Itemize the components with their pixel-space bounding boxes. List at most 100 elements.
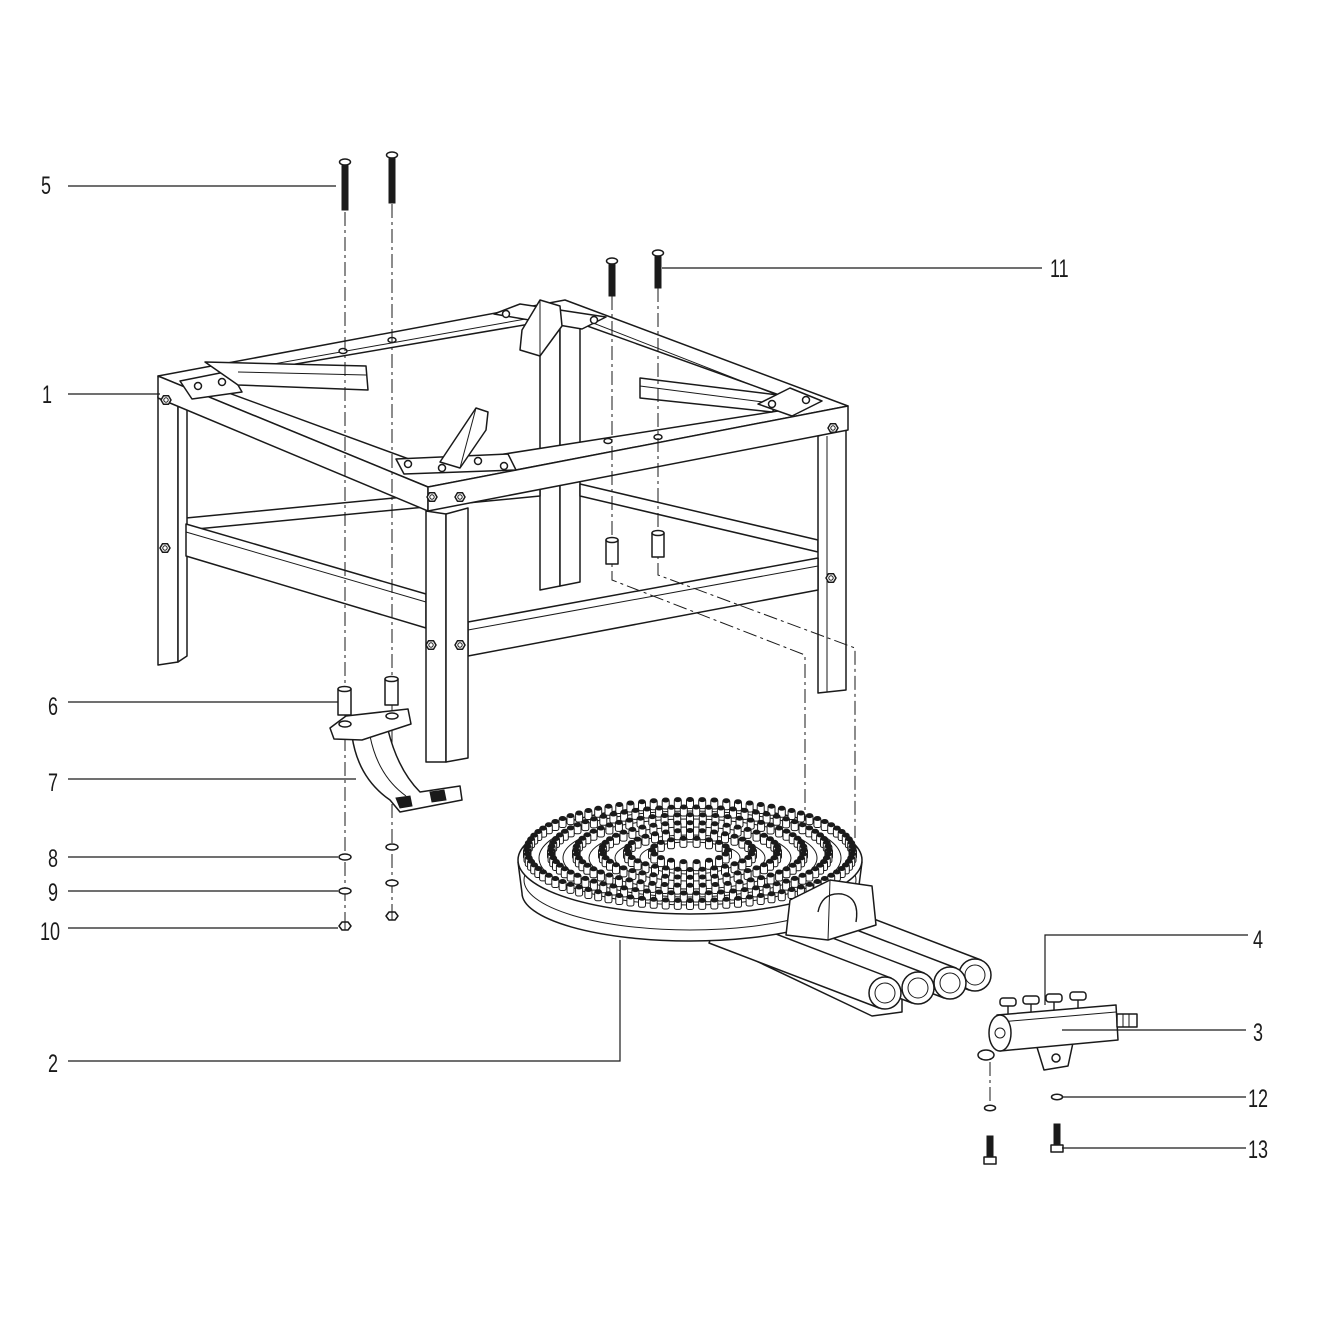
- burner-port: [606, 858, 614, 871]
- washers-part-8: [338, 843, 399, 861]
- hex-bolt-icon: [454, 639, 466, 651]
- burner-port: [787, 887, 796, 899]
- hex-bolt-icon: [827, 422, 839, 434]
- burner-port: [790, 819, 799, 832]
- hex-bolt-icon: [454, 491, 466, 503]
- callout-12: 12: [1248, 1084, 1268, 1113]
- burner-port: [619, 829, 628, 842]
- burner-port: [566, 869, 575, 882]
- stand-front-braces: [185, 523, 819, 657]
- burner-port: [746, 877, 755, 890]
- callout-4: 4: [1253, 925, 1263, 954]
- burner-inlet-housing: [785, 879, 877, 941]
- burner-port: [766, 822, 775, 835]
- burner-port: [619, 865, 628, 878]
- burner-port: [692, 859, 701, 872]
- burner-port: [620, 809, 629, 822]
- burner-port: [560, 828, 569, 841]
- burner-port: [581, 819, 590, 832]
- callout-5: 5: [41, 171, 51, 200]
- burner-port: [757, 875, 766, 888]
- burner-port: [686, 898, 694, 910]
- stand-right-leg: [817, 427, 847, 694]
- burner-port: [626, 894, 635, 907]
- leader-lines: [68, 185, 1248, 1149]
- hex-bolt-icon: [160, 394, 172, 406]
- burner-port: [679, 890, 688, 903]
- burner-port: [766, 858, 774, 871]
- burner-port: [798, 872, 807, 885]
- burner-port: [751, 809, 760, 822]
- burner-port: [649, 798, 658, 811]
- screws-part-11: [605, 249, 665, 297]
- valve-knob-icon: [1022, 995, 1040, 1012]
- burner-port: [679, 804, 688, 817]
- burner-port: [788, 862, 797, 875]
- nuts-part-10: [338, 911, 399, 931]
- burner-port: [692, 835, 701, 848]
- burner-port: [596, 825, 605, 838]
- burner-port: [628, 826, 637, 839]
- burner-port: [544, 822, 553, 835]
- callouts: 5 11 1 6 7 8 9 10 2 4 3 12 13: [40, 171, 1268, 1164]
- burner-port: [692, 804, 701, 817]
- callout-13: 13: [1248, 1135, 1268, 1164]
- burner-port: [633, 836, 642, 849]
- burner-port: [811, 866, 820, 879]
- stand-rim-right-face: [427, 405, 849, 512]
- burner-port: [604, 891, 613, 904]
- burner-port: [539, 825, 548, 838]
- burner-port: [605, 872, 614, 885]
- burner-port: [766, 872, 775, 885]
- burner-port: [692, 890, 701, 903]
- burner-port: [772, 813, 781, 826]
- burner-port: [752, 865, 761, 878]
- burner-port: [730, 861, 739, 874]
- stand-frame: [157, 299, 849, 763]
- burner-port: [589, 878, 598, 891]
- burner-port: [679, 835, 688, 848]
- burner-port: [566, 813, 575, 826]
- burner-port: [767, 891, 776, 904]
- burner-port: [566, 825, 575, 838]
- burner-port: [594, 805, 603, 818]
- washers-part-9: [338, 879, 399, 895]
- burner-port: [711, 882, 720, 894]
- burner-port: [805, 813, 814, 826]
- burner-port: [743, 868, 752, 881]
- burner-port: [745, 894, 754, 907]
- burner-spacers: [605, 529, 665, 565]
- burner-port: [745, 800, 754, 813]
- burner-port: [816, 862, 825, 875]
- callout-2: 2: [48, 1049, 58, 1078]
- burner-port: [573, 872, 582, 885]
- burner-port: [730, 833, 739, 846]
- burner-port: [832, 869, 841, 882]
- burner-port: [782, 828, 791, 841]
- burner-port: [716, 889, 725, 902]
- burner-ports: [523, 797, 857, 910]
- burner-port: [722, 798, 731, 811]
- hex-bolt-icon: [426, 491, 438, 503]
- burner-port: [641, 833, 650, 846]
- burner-port: [716, 805, 725, 818]
- burner-port: [777, 889, 786, 902]
- pot-support-front: [395, 407, 517, 475]
- burner-port: [575, 810, 584, 823]
- burner-port: [650, 851, 659, 864]
- burner-port: [614, 875, 623, 888]
- burner-port: [673, 897, 682, 910]
- burner-port: [625, 877, 634, 890]
- valve-knobs-part-4: [999, 991, 1087, 1014]
- valve-knob-icon: [1045, 993, 1063, 1010]
- frame-bolts: [159, 394, 839, 651]
- stand-left-leg: [157, 395, 188, 666]
- burner-tube-ends: [868, 958, 992, 1010]
- burner-port: [715, 839, 724, 852]
- burner-port: [638, 870, 647, 883]
- burner-port: [667, 890, 676, 903]
- burner-port: [667, 837, 675, 850]
- hex-bolt-icon: [159, 542, 171, 554]
- burner-port: [551, 819, 560, 831]
